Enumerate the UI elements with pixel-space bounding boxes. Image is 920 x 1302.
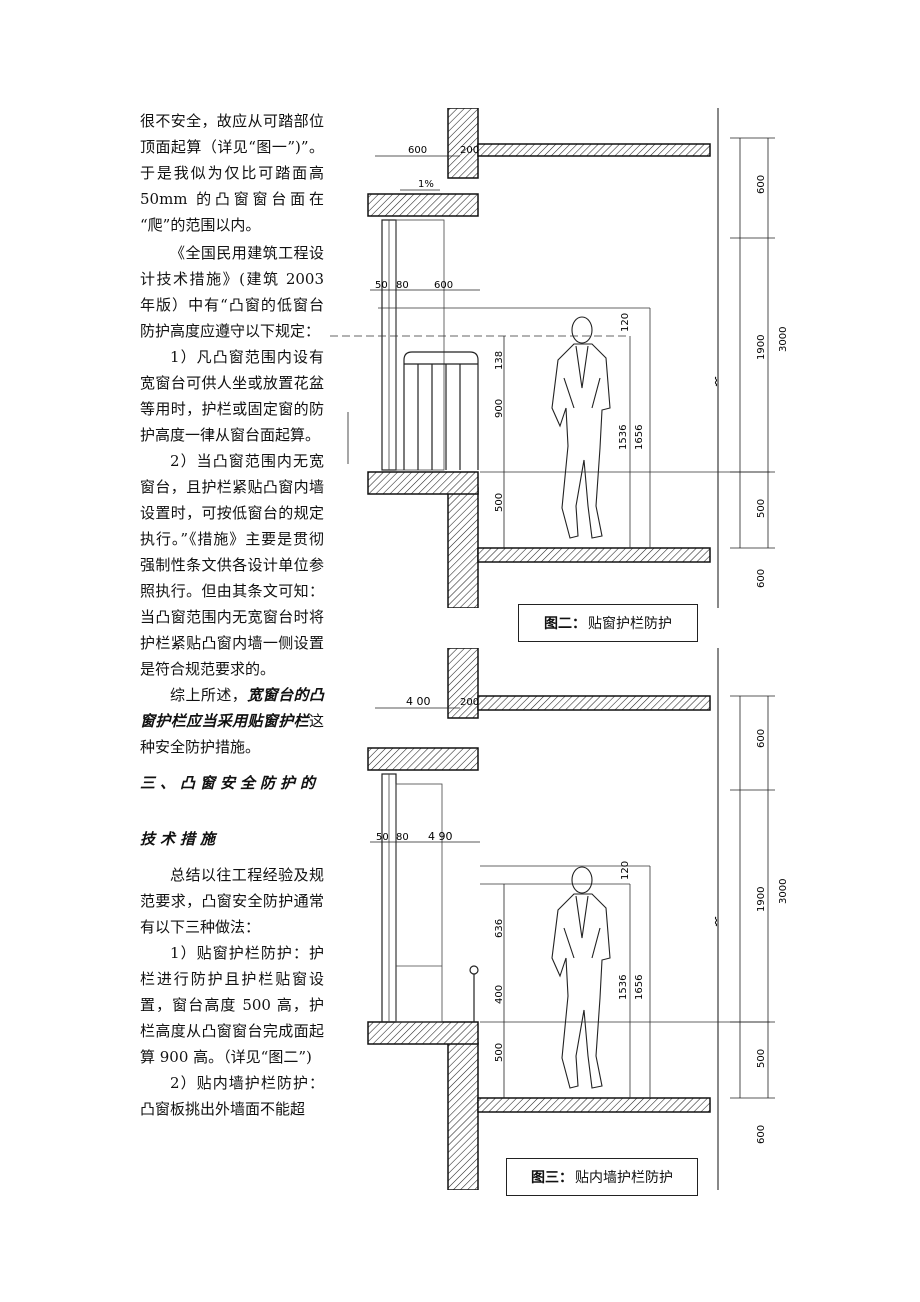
figure-2-caption: 图二：贴窗护栏防护 <box>518 604 698 642</box>
figure-3-caption-label: 图三： <box>531 1170 573 1186</box>
fig3-right-dimension-lines <box>730 695 775 1099</box>
fig3-right-500: 500 <box>756 1049 767 1068</box>
fig3-dim-1656: 1656 <box>634 975 645 1000</box>
figure-2-caption-label: 图二： <box>544 616 586 632</box>
paragraph-5: 综上所述，宽窗台的凸窗护栏应当采用贴窗护栏这种安全防护措施。 <box>140 682 324 760</box>
fig3-dim-50: 50 <box>376 832 389 843</box>
fig2-dim-80: 80 <box>396 280 409 291</box>
figure-3-caption-text: 贴内墙护栏防护 <box>575 1170 673 1186</box>
figure-2-caption-text: 贴窗护栏防护 <box>588 616 672 632</box>
fig3-dim-120: 120 <box>620 861 631 880</box>
fig3-total-3000: 3000 <box>778 879 789 904</box>
svg-text:⌇: ⌇ <box>713 915 719 929</box>
upper-wall <box>447 648 479 719</box>
section-heading-line-1: 三、凸窗安全防护的 <box>140 774 321 792</box>
upper-wall <box>447 108 479 179</box>
figure-3-caption: 图三：贴内墙护栏防护 <box>506 1158 698 1196</box>
section-heading-line-2: 技术措施 <box>140 830 221 848</box>
paragraph-4: 2）当凸窗范围内无宽窗台，且护栏紧贴凸窗内墙设置时，可按低窗台的规定执行。”《措… <box>140 452 324 678</box>
window-railing <box>403 351 479 470</box>
fig2-right-500: 500 <box>756 499 767 518</box>
fig3-dim-636: 636 <box>494 919 505 938</box>
fig3-dim-400: 4 00 <box>406 695 431 708</box>
fig2-dim-200: 200 <box>460 145 479 156</box>
fig2-dim-900: 900 <box>494 399 505 418</box>
paragraph-8: 2）贴内墙护栏防护：凸窗板挑出外墙面不能超 <box>140 1074 324 1118</box>
bay-top-board <box>367 193 479 217</box>
standing-person-figure <box>551 866 611 1089</box>
paragraph-3: 1）凡凸窗范围内设有宽窗台可供人坐或放置花盆等用时，护栏或固定窗的防护高度一律从… <box>140 348 324 444</box>
paragraph-5-emphasis: 宽窗台的凸窗护栏应当采用贴窗护栏 <box>140 686 324 730</box>
bay-bottom-board <box>367 1021 479 1045</box>
paragraph-7: 1）贴窗护栏防护：护栏进行防护且护栏贴窗设置，窗台高度 500 高，护栏高度从凸… <box>140 944 324 1066</box>
fig2-right-600: 600 <box>756 175 767 194</box>
fig3-dim-500: 500 <box>494 1043 505 1062</box>
fig2-dim-120: 120 <box>620 313 631 332</box>
fig3-dim-490: 4 90 <box>428 830 453 843</box>
floor-slab <box>477 1097 711 1113</box>
paragraph-5-tail: 这种安全防护措施。 <box>140 712 324 756</box>
inner-wall-railing <box>469 965 479 1022</box>
bay-top-board <box>367 747 479 771</box>
standing-person-figure <box>551 316 611 539</box>
lower-wall <box>447 487 479 608</box>
fig3-dim-80: 80 <box>396 832 409 843</box>
fig2-dim-1536: 1536 <box>618 425 629 450</box>
lower-wall <box>447 1042 479 1190</box>
fig3-dim-1536: 1536 <box>618 975 629 1000</box>
fig2-dim-138: 138 <box>494 351 505 370</box>
fig2-dim-500: 500 <box>494 493 505 512</box>
fig3-right-600: 600 <box>756 729 767 748</box>
paragraph-6: 总结以往工程经验及规范要求，凸窗安全防护通常有以下三种做法： <box>140 866 324 936</box>
fig2-right-dimension-lines <box>730 137 775 549</box>
fig2-dim-50: 50 <box>375 280 388 291</box>
fig3-dim-400b: 400 <box>494 985 505 1004</box>
fig2-slope: 1% <box>418 179 434 190</box>
text-column: 很不安全，故应从可踏部位顶面起算（详见“图一”)”。于是我似为仅比可踏面高 50… <box>140 108 324 1122</box>
paragraph-2: 《全国民用建筑工程设计技术措施》(建筑 2003 年版）中有“凸窗的低窗台防护高… <box>140 244 324 340</box>
figure-2-drawing: ⌇ 600 200 1% 50 80 600 120 138 900 500 1… <box>330 108 789 608</box>
fig2-dim-600b: 600 <box>434 280 453 291</box>
ceiling-slab <box>477 143 711 157</box>
window-sash <box>395 219 445 471</box>
fig3-dim-200: 200 <box>460 697 479 708</box>
bay-bottom-board <box>367 471 479 495</box>
fig2-dim-600: 600 <box>408 145 427 156</box>
paragraph-1: 很不安全，故应从可踏部位顶面起算（详见“图一”)”。于是我似为仅比可踏面高 50… <box>140 112 324 234</box>
ceiling-slab <box>477 695 711 711</box>
paragraph-5-lead: 综上所述， <box>170 686 248 704</box>
fig2-total-3000: 3000 <box>778 327 789 352</box>
fig2-dim-1656: 1656 <box>634 425 645 450</box>
figure-3-drawing: ⌇ 4 00 200 50 80 4 90 120 636 400 500 15… <box>367 648 789 1190</box>
window-sash <box>395 783 443 1023</box>
fig2-right-600b: 600 <box>756 569 767 588</box>
fig3-right-1900: 1900 <box>756 887 767 912</box>
floor-slab <box>477 547 711 563</box>
fig2-right-1900: 1900 <box>756 335 767 360</box>
fig3-right-600b: 600 <box>756 1125 767 1144</box>
svg-text:⌇: ⌇ <box>713 375 719 389</box>
